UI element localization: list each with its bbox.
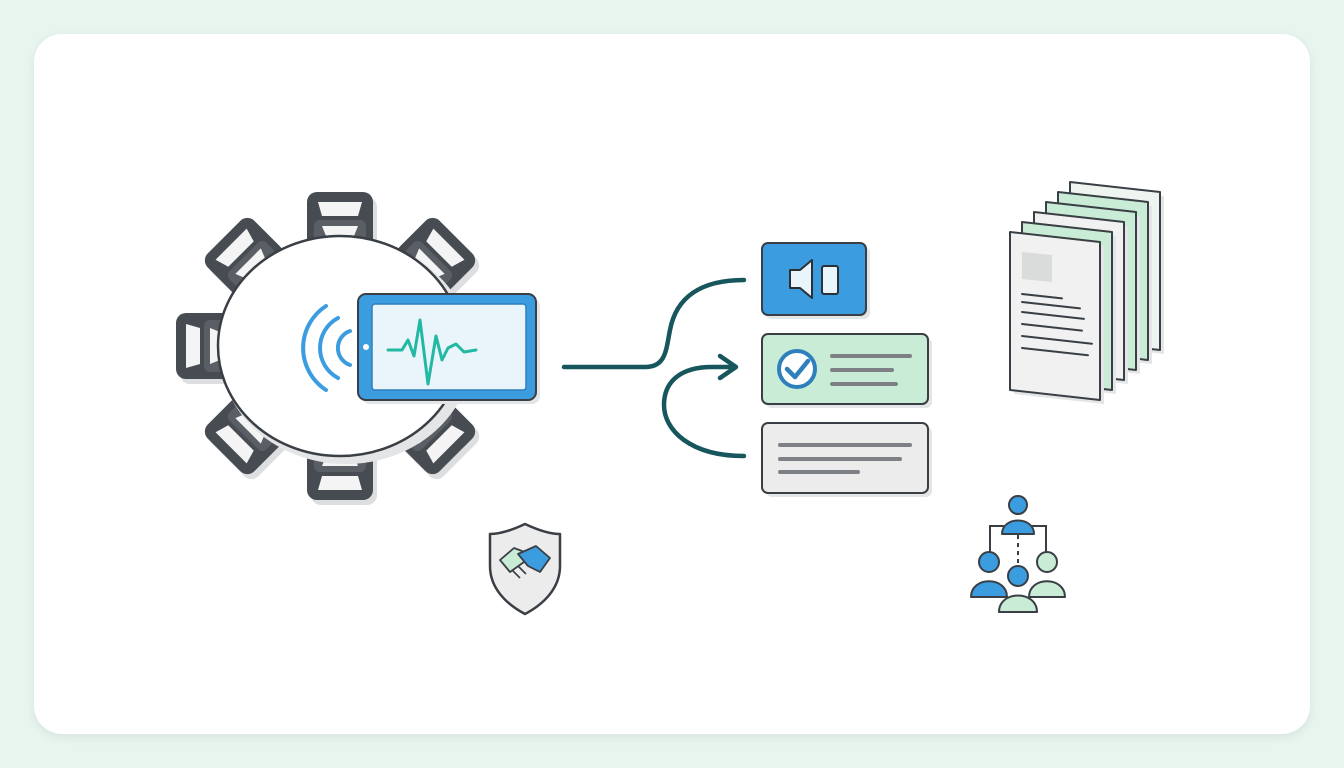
speaker-card xyxy=(761,242,870,319)
flow-line-main xyxy=(561,277,747,370)
pending-item-card xyxy=(761,422,932,497)
meeting-table-group xyxy=(176,192,540,505)
speaker-icon xyxy=(789,259,839,299)
tablet-waveform-icon xyxy=(357,293,540,404)
routing-arrows xyxy=(561,277,747,459)
approved-item-card xyxy=(761,333,932,408)
waveform-line xyxy=(386,318,478,386)
arrow-head xyxy=(717,353,739,381)
document-page-1 xyxy=(1009,231,1104,404)
pending-item-lines xyxy=(778,443,912,474)
approved-item-lines xyxy=(830,354,912,386)
shield-handshake-icon xyxy=(488,522,562,616)
team-hierarchy-icon xyxy=(970,495,1066,613)
document-stack-icon xyxy=(1009,181,1164,404)
wireless-signal-icon xyxy=(301,304,352,392)
check-circle-icon xyxy=(777,349,817,389)
flow-line-return xyxy=(661,364,747,459)
